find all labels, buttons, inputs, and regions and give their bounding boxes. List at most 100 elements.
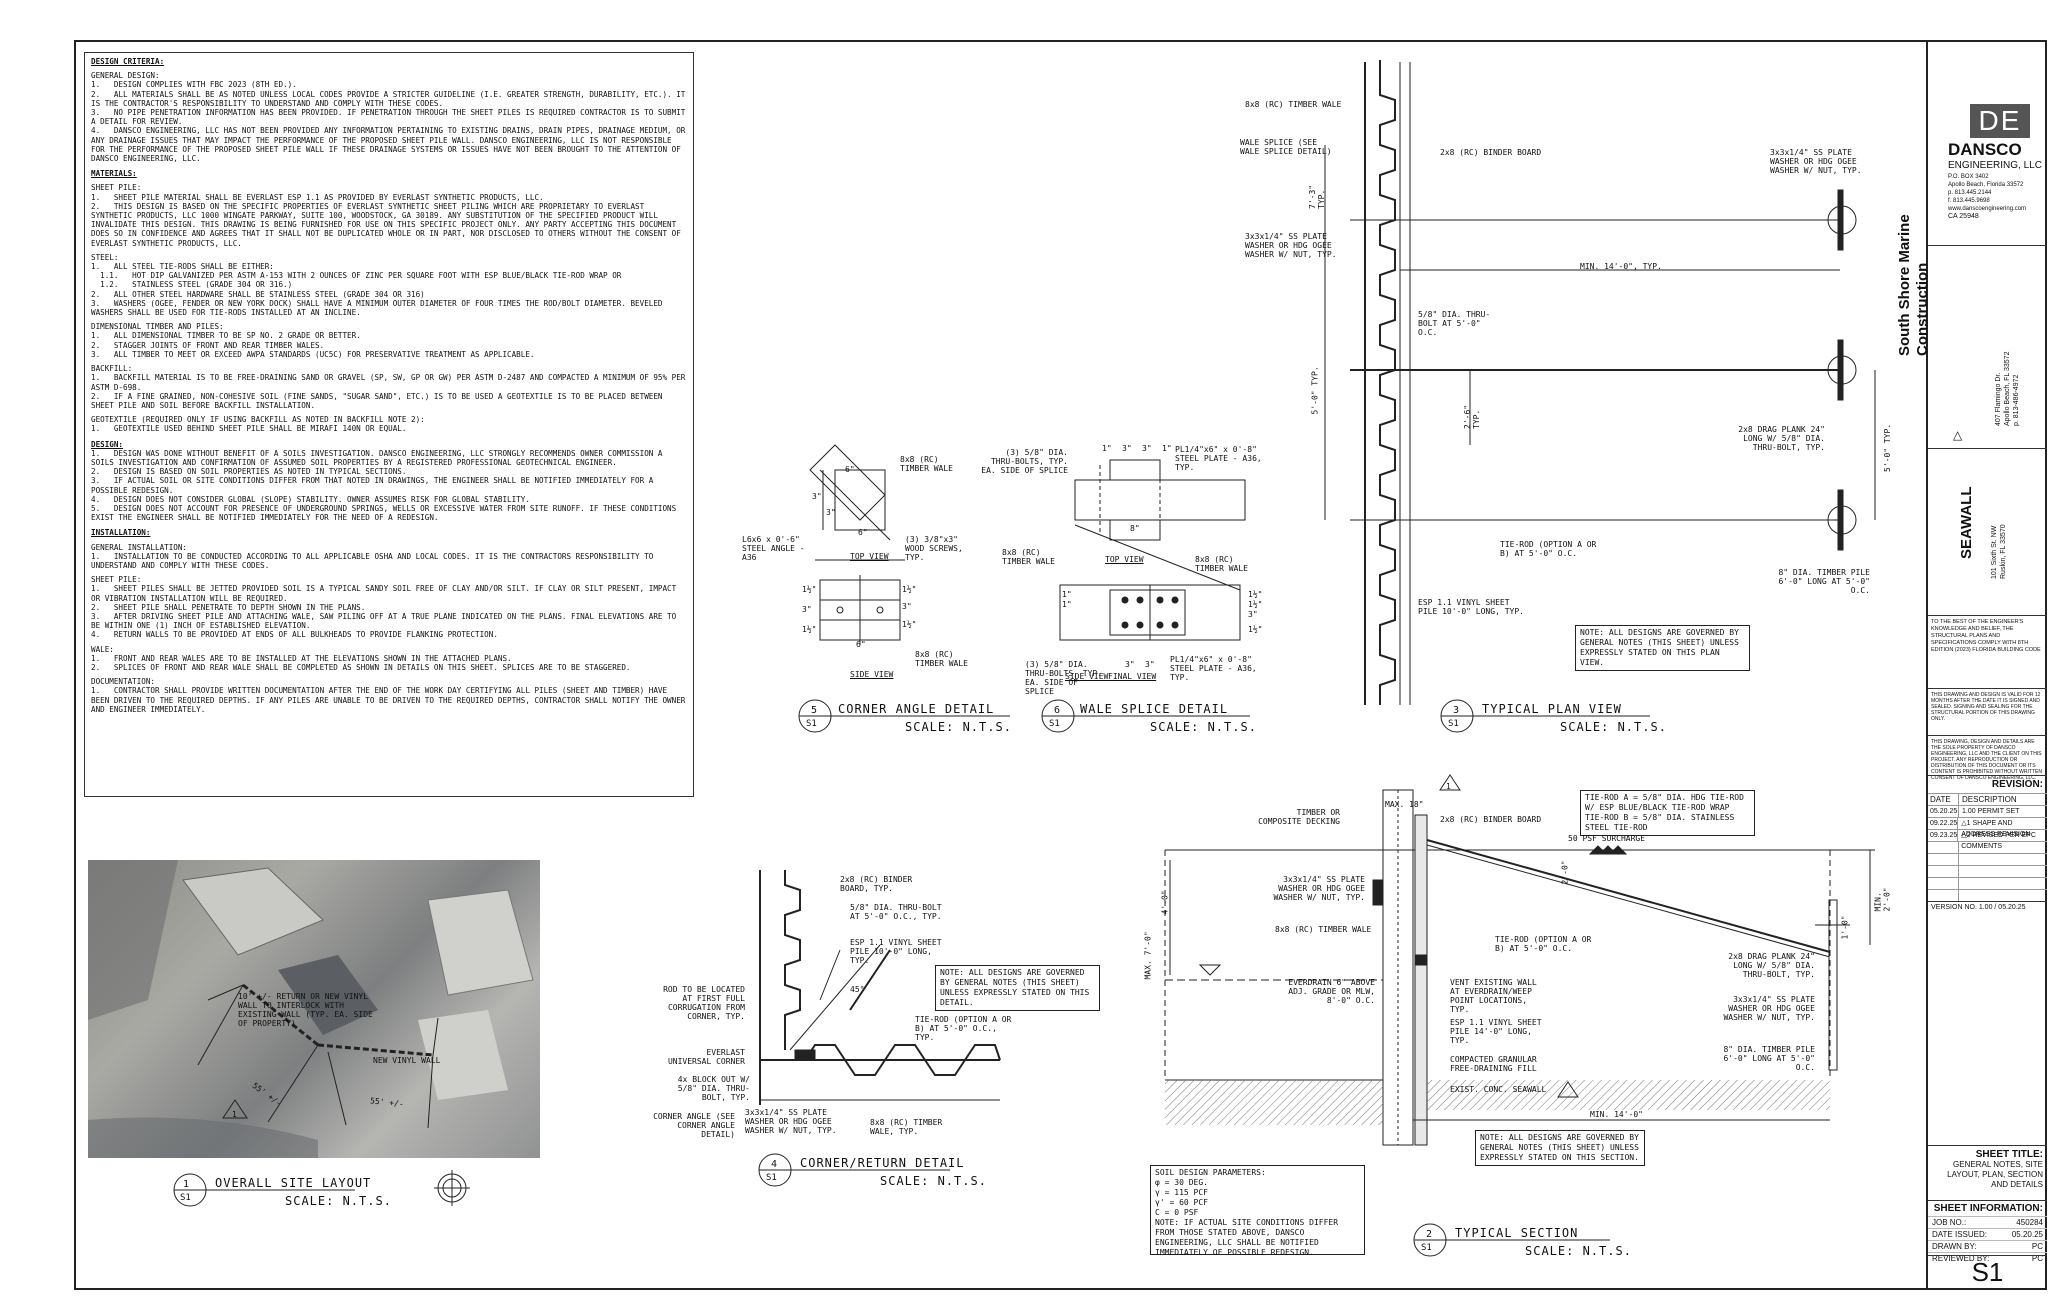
- detail5-title: CORNER ANGLE DETAIL: [838, 702, 995, 716]
- ws-dim: 3": [1142, 444, 1152, 453]
- cr-universal: EVERLAST UNIVERSAL CORNER: [667, 1048, 745, 1066]
- detail2-title: TYPICAL SECTION: [1455, 1226, 1579, 1240]
- ca-screws: (3) 3/8"x3" WOOD SCREWS, TYP.: [905, 535, 963, 562]
- detail5-scale: SCALE: N.T.S.: [905, 720, 1012, 734]
- ca-wale-side: 8x8 (RC) TIMBER WALE: [915, 650, 968, 668]
- sheet-title-label: SHEET TITLE:: [1975, 1149, 2043, 1160]
- notes-item: 3. IF ACTUAL SOIL OR SITE CONDITIONS DIF…: [91, 476, 658, 495]
- firm-address-line: P.O. BOX 3402: [1948, 174, 1989, 180]
- ca-dim: 6": [845, 465, 855, 474]
- client-section: South Shore Marine Construction 407 Flam…: [1896, 214, 2047, 446]
- info-key: DRAWN BY:: [1932, 1242, 1977, 1251]
- notes-item: 1. SHEET PILE MATERIAL SHALL BE EVERLAST…: [91, 192, 544, 202]
- sec-min14: MIN. 14'-0": [1590, 1110, 1643, 1119]
- general-notes-panel: DESIGN CRITERIA: GENERAL DESIGN:1. DESIG…: [84, 52, 694, 797]
- notes-item: 2. THIS DESIGN IS BASED ON THE SPECIFIC …: [91, 201, 686, 248]
- sec-max18: MAX. 18": [1385, 800, 1424, 809]
- sec-vent: VENT EXISTING WALL AT EVERDRAIN/WEEP POI…: [1450, 978, 1537, 1014]
- notes-item: 3. WASHERS (OGEE, FENDER OR NEW YORK DOC…: [91, 298, 668, 318]
- revision-title: REVISION:: [1991, 779, 2043, 790]
- revision-date: [1928, 866, 1959, 877]
- pv-washer-r: 3x3x1/4" SS PLATE WASHER OR HDG OGEE WAS…: [1770, 148, 1862, 175]
- notes-item: 2. DESIGN IS BASED ON SOIL PROPERTIES AS…: [91, 467, 407, 477]
- sec-min20: MIN. 2'-0": [1873, 887, 1892, 912]
- notes-heading: BACKFILL:: [91, 364, 133, 374]
- notes-heading: SHEET PILE:: [91, 183, 142, 193]
- ws-dim: 1": [1102, 444, 1112, 453]
- notes-item: 1.2. STAINLESS STEEL (GRADE 304 OR 316.): [91, 280, 293, 290]
- ws-wale-right: 8x8 (RC) TIMBER WALE: [1195, 555, 1248, 573]
- notes-item: 1. FRONT AND REAR WALES ARE TO BE INSTAL…: [91, 653, 512, 663]
- detail3-number: 3: [1453, 705, 1460, 716]
- pv-note: NOTE: ALL DESIGNS ARE GOVERNED BY GENERA…: [1575, 625, 1750, 671]
- rev-head-date: DATE: [1928, 794, 1959, 805]
- notes-item: 3. AFTER DRIVING SHEET PILE AND ATTACHIN…: [91, 611, 681, 631]
- pv-tie-rod: TIE-ROD (OPTION A OR B) AT 5'-0" O.C.: [1500, 540, 1597, 558]
- ca-dim: 1½": [802, 625, 817, 634]
- copyright-note: THIS DRAWING, DESIGN AND DETAILS ARE THE…: [1928, 735, 2047, 781]
- ws-dim: 1½": [1248, 625, 1263, 634]
- detail2-number: 2: [1426, 1229, 1433, 1240]
- revision-desc: [1959, 866, 1962, 877]
- cr-note: NOTE: ALL DESIGNS ARE GOVERNED BY GENERA…: [935, 965, 1100, 1011]
- sec-binder: 2x8 (RC) BINDER BOARD: [1440, 815, 1542, 824]
- ws-plate-top: PL1/4"x6" x 0'-8" STEEL PLATE - A36, TYP…: [1175, 445, 1262, 472]
- info-key: DATE ISSUED:: [1932, 1230, 1987, 1239]
- ca-dim: 3": [812, 492, 822, 501]
- notes-item: 2. IF A FINE GRAINED, NON-COHESIVE SOIL …: [91, 391, 668, 410]
- soil-param: γ' = 60 PCF: [1155, 1198, 1208, 1207]
- revision-date: 05.20.25: [1930, 806, 1959, 817]
- detail6-number: 6: [1054, 705, 1061, 716]
- project-name: SEAWALL: [1958, 486, 1975, 559]
- notes-item: 1. CONTRACTOR SHALL PROVIDE WRITTEN DOCU…: [91, 686, 690, 714]
- client-address-line: p. 813-486-4972: [2013, 374, 2020, 426]
- site-layout-overlay: [88, 860, 534, 1158]
- ca-dim: 1½": [902, 620, 917, 629]
- pv-splice: WALE SPLICE (SEE WALE SPLICE DETAIL): [1240, 138, 1332, 156]
- revision-date: [1928, 842, 1959, 853]
- notes-item: 1. ALL DIMENSIONAL TIMBER TO BE SP NO. 2…: [91, 331, 361, 341]
- revision-row: [1928, 865, 2047, 877]
- detail1-title: OVERALL SITE LAYOUT: [215, 1176, 372, 1190]
- notes-heading: INSTALLATION:: [91, 528, 151, 538]
- ca-dim: 3": [826, 508, 836, 517]
- soil-param: φ = 30 DEG.: [1155, 1178, 1208, 1187]
- ws-dim: 1": [1062, 600, 1072, 609]
- cr-binder: 2x8 (RC) BINDER BOARD, TYP.: [840, 875, 913, 893]
- ca-dim: 3": [902, 602, 912, 611]
- sheet-info-row: DATE ISSUED:05.20.25: [1928, 1228, 2047, 1240]
- info-value: 450284: [2016, 1218, 2043, 1227]
- sec-delta: 1: [1446, 782, 1451, 791]
- pv-drag-plank: 2x8 DRAG PLANK 24" LONG W/ 5/8" DIA. THR…: [1738, 425, 1825, 452]
- detail2-scale: SCALE: N.T.S.: [1525, 1244, 1632, 1258]
- notes-item: 1. ALL STEEL TIE-RODS SHALL BE EITHER:: [91, 262, 274, 272]
- revision-desc: 1.00 PERMIT SET: [1962, 808, 2020, 815]
- soil-title: SOIL DESIGN PARAMETERS:: [1155, 1168, 1266, 1177]
- pv-thru-bolt: 5/8" DIA. THRU-BOLT AT 5'-0" O.C.: [1418, 310, 1491, 337]
- sec-wale: 8x8 (RC) TIMBER WALE: [1275, 925, 1372, 934]
- ws-top-view: TOP VIEW: [1105, 555, 1144, 564]
- notes-item: 4. DANSCO ENGINEERING, LLC HAS NOT BEEN …: [91, 126, 690, 164]
- sec-sheet-pile: ESP 1.1 VINYL SHEET PILE 14'-0" LONG, TY…: [1450, 1018, 1542, 1045]
- firm-address-line: www.danscoengineering.com: [1948, 206, 2027, 212]
- ws-wale-left: 8x8 (RC) TIMBER WALE: [1002, 548, 1055, 566]
- notes-heading: GEOTEXTILE (REQUIRED ONLY IF USING BACKF…: [91, 415, 425, 425]
- site-delta: 1: [232, 1110, 237, 1119]
- detail1-sheet: S1: [180, 1193, 191, 1203]
- sec-max70: MAX. 7'-0": [1143, 931, 1153, 980]
- ws-dim: 3": [1125, 660, 1135, 669]
- sec-dim40: 4'-0": [1160, 890, 1170, 915]
- notes-heading: STEEL:: [91, 252, 119, 262]
- sheet-title: GENERAL NOTES, SITE LAYOUT, PLAN, SECTIO…: [1947, 1160, 2043, 1189]
- general-notes-body: GENERAL DESIGN:1. DESIGN COMPLIES WITH F…: [91, 71, 687, 714]
- ca-wale-top: 8x8 (RC) TIMBER WALE: [900, 455, 953, 473]
- ws-dim: 3": [1145, 660, 1155, 669]
- revision-desc: [1959, 878, 1962, 889]
- notes-item: 1. INSTALLATION TO BE CONDUCTED ACCORDIN…: [91, 551, 658, 570]
- revision-date: [1928, 854, 1959, 865]
